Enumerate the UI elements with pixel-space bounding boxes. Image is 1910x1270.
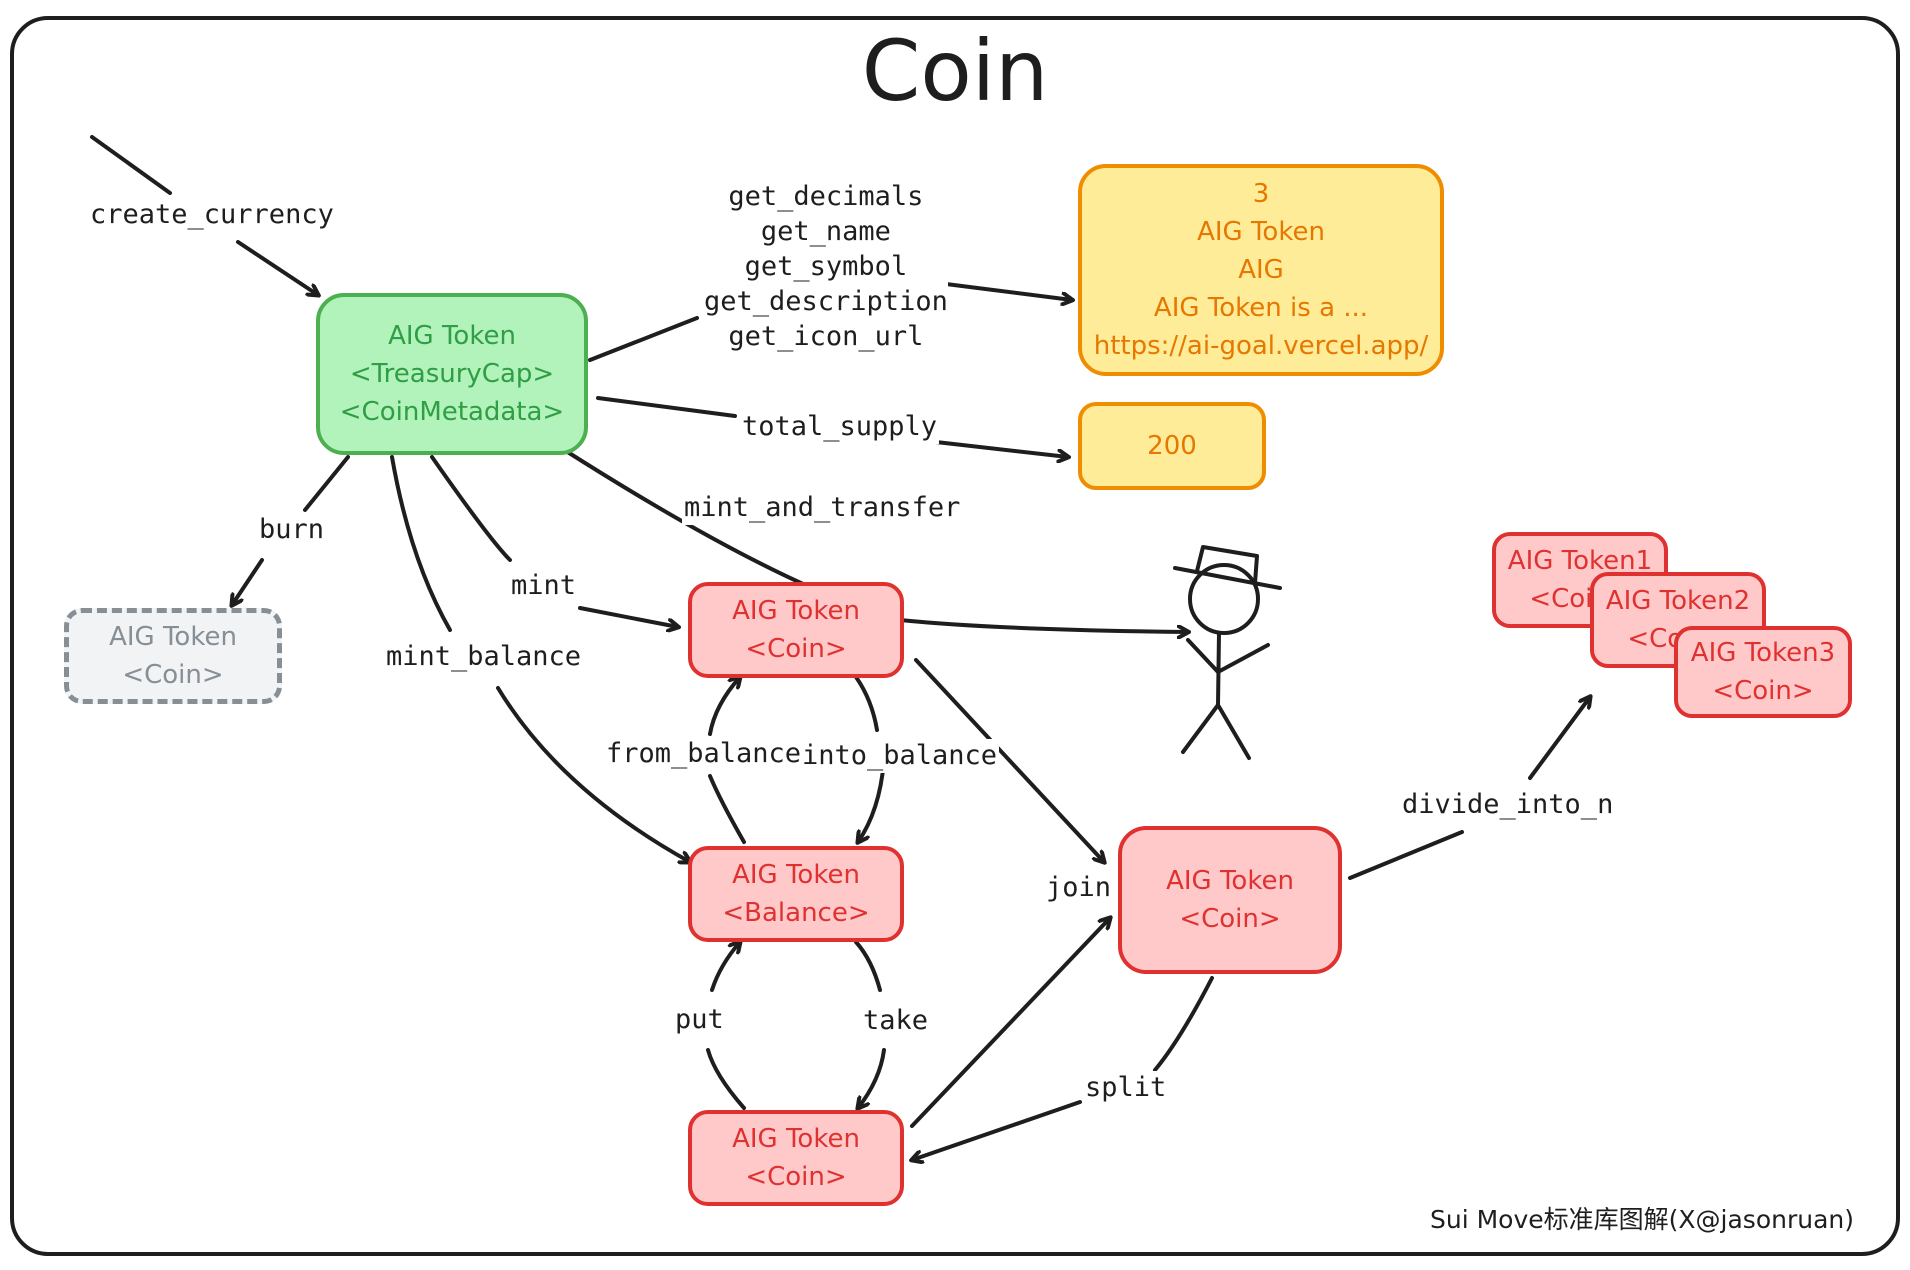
- user-stick-figure: [1173, 545, 1282, 760]
- label-divide-into-n: divide_into_n: [1400, 788, 1616, 822]
- label-mint-balance: mint_balance: [384, 640, 584, 674]
- node-line: <CoinMetadata>: [339, 397, 565, 427]
- node-line: AIG Token2: [1605, 586, 1751, 616]
- node-total-supply-value: 200: [1078, 402, 1266, 490]
- label-create-currency: create_currency: [88, 198, 336, 232]
- node-line: https://ai-goal.vercel.app/: [1093, 331, 1429, 361]
- label-into-balance: into_balance: [800, 739, 1000, 773]
- label-split: split: [1083, 1071, 1169, 1105]
- edge-divide-into-n: [1348, 697, 1590, 880]
- figure-head: [1188, 563, 1260, 635]
- footer-credit: Sui Move标准库图解(X@jasonruan): [1430, 1205, 1854, 1234]
- node-line: 200: [1147, 431, 1197, 461]
- edge-join-from-bottom: [910, 918, 1110, 1128]
- edge-burn: [232, 455, 350, 605]
- node-line: AIG Token is a ...: [1153, 293, 1369, 323]
- node-line: <Coin>: [1712, 676, 1814, 706]
- node-line: <Coin>: [122, 660, 224, 690]
- node-line: AIG Token: [732, 596, 860, 626]
- node-token3: AIG Token3 <Coin>: [1674, 626, 1852, 718]
- diagram-frame: [10, 16, 1900, 1256]
- edge-mint: [430, 455, 678, 627]
- node-line: AIG Token: [732, 1124, 860, 1154]
- node-burned-coin: AIG Token <Coin>: [64, 608, 282, 704]
- figure-legs: [1181, 703, 1251, 760]
- node-line: AIG: [1238, 255, 1284, 285]
- label-mint: mint: [509, 569, 579, 603]
- node-joined-coin: AIG Token <Coin>: [1118, 826, 1342, 974]
- node-balance: AIG Token <Balance>: [688, 846, 904, 942]
- node-treasury-cap: AIG Token <TreasuryCap> <CoinMetadata>: [316, 293, 588, 455]
- edge-mint-balance: [390, 455, 690, 862]
- label-join: join: [1044, 871, 1114, 905]
- node-coin-metadata-values: 3 AIG Token AIG AIG Token is a ... https…: [1078, 164, 1444, 376]
- label-get-name: get_name: [760, 216, 891, 247]
- node-bottom-coin: AIG Token <Coin>: [688, 1110, 904, 1206]
- label-mint-and-transfer: mint_and_transfer: [682, 491, 963, 525]
- node-minted-coin: AIG Token <Coin>: [688, 582, 904, 678]
- edge-getters: [588, 282, 1072, 362]
- label-getters: get_decimals get_name get_symbol get_des…: [704, 179, 948, 354]
- node-line: AIG Token: [109, 622, 237, 652]
- label-get-decimals: get_decimals: [728, 181, 924, 212]
- figure-body: [1216, 631, 1221, 707]
- node-line: AIG Token: [1166, 866, 1294, 896]
- node-line: AIG Token: [1197, 217, 1325, 247]
- node-line: AIG Token1: [1507, 546, 1653, 576]
- node-line: AIG Token: [388, 321, 516, 351]
- label-get-description: get_description: [704, 286, 948, 317]
- edge-create-currency: [90, 135, 318, 295]
- node-line: <Coin>: [1179, 904, 1281, 934]
- node-line: <Coin>: [745, 1162, 847, 1192]
- diagram-title: Coin: [861, 22, 1049, 120]
- label-put: put: [673, 1003, 726, 1037]
- hat-brim: [1173, 566, 1282, 590]
- edge-from-balance: [708, 677, 744, 844]
- hat-top: [1195, 545, 1259, 585]
- node-line: <Balance>: [722, 898, 870, 928]
- node-line: 3: [1252, 179, 1270, 209]
- edge-join-from-minted: [914, 658, 1104, 862]
- node-line: AIG Token: [732, 860, 860, 890]
- edge-put: [706, 942, 744, 1110]
- label-get-icon-url: get_icon_url: [728, 321, 924, 352]
- node-line: <Coin>: [745, 634, 847, 664]
- label-take: take: [861, 1004, 931, 1038]
- node-line: AIG Token3: [1690, 638, 1836, 668]
- edge-take: [856, 940, 886, 1108]
- edge-total-supply: [596, 396, 1068, 457]
- node-line: <TreasuryCap>: [349, 359, 555, 389]
- figure-arms: [1186, 638, 1270, 674]
- label-burn: burn: [257, 513, 327, 547]
- label-total-supply: total_supply: [740, 410, 940, 444]
- edge-split: [912, 976, 1214, 1160]
- label-from-balance: from_balance: [604, 737, 804, 771]
- label-get-symbol: get_symbol: [744, 251, 908, 282]
